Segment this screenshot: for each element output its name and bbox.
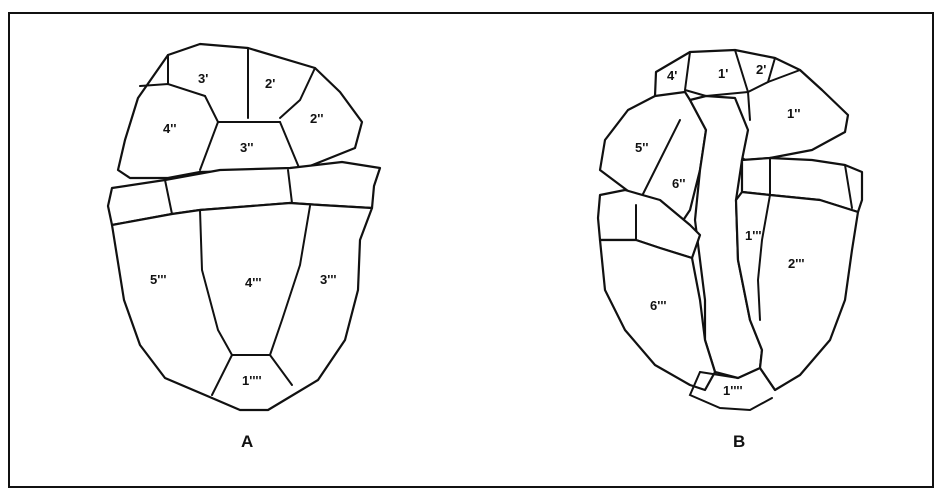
- plate-label: 1'': [787, 106, 800, 121]
- plate-label: 5'': [635, 140, 648, 155]
- plate-label: 3''': [320, 272, 337, 287]
- plate-label: 4'': [163, 121, 176, 136]
- plate-label: 6'': [672, 176, 685, 191]
- plate-label: 2''': [788, 256, 805, 271]
- plate-label: 3'': [240, 140, 253, 155]
- plate-label: 2': [756, 62, 766, 77]
- plate-label: 5''': [150, 272, 167, 287]
- panel-label-a: A: [241, 432, 253, 451]
- plate-label: 2'': [310, 111, 323, 126]
- plate-label: 1''': [745, 228, 762, 243]
- plate-label: 6''': [650, 298, 667, 313]
- hypotheca-outline-b: [600, 240, 715, 390]
- view-a: 3' 2' 4'' 3'' 2'' 5''' 4''' 3''' 1'''' A: [108, 44, 380, 451]
- plate-label: 2': [265, 76, 275, 91]
- view-b: 4' 1' 2' 1'' 5'' 6'' 1''' 2''' 6''' 1'''…: [598, 50, 862, 451]
- panel-label-b: B: [733, 432, 745, 451]
- plate-label: 3': [198, 71, 208, 86]
- plate-label: 1'''': [242, 373, 262, 388]
- plate-label: 1': [718, 66, 728, 81]
- plate-label: 1'''': [723, 383, 743, 398]
- plate-label: 4''': [245, 275, 262, 290]
- plate-label: 4': [667, 68, 677, 83]
- epitheca-outline-a: [118, 44, 362, 178]
